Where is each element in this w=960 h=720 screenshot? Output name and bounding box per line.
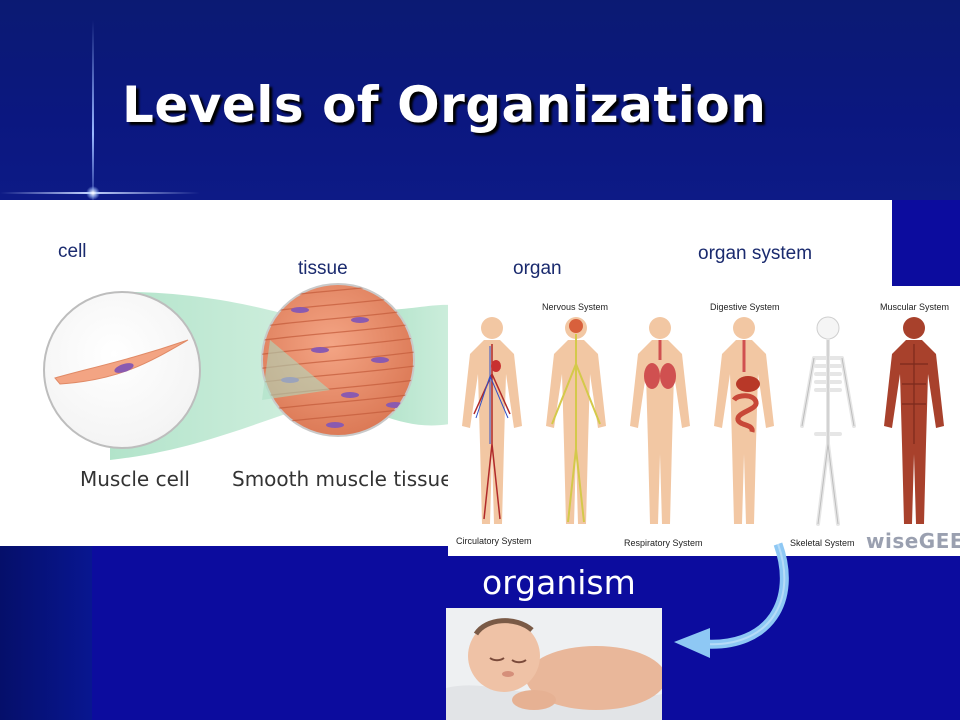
muscle-cell-caption: Muscle cell	[80, 467, 190, 491]
label-cell: cell	[58, 241, 87, 262]
light-flare-center	[86, 186, 100, 200]
body-systems-figures	[462, 316, 944, 526]
curved-arrow-icon	[674, 542, 789, 658]
caption-digestive-system: Digestive System	[710, 302, 780, 312]
caption-circulatory-system: Circulatory System	[456, 536, 532, 546]
body-systems-image: Nervous System Digestive System Muscular…	[448, 286, 960, 556]
organism-baby-photo	[446, 608, 662, 720]
tissue-caption: Smooth muscle tissue	[232, 467, 453, 491]
caption-nervous-system: Nervous System	[542, 302, 609, 312]
label-organ: organ	[513, 258, 562, 279]
slide-header-background	[0, 0, 960, 200]
slide-title: Levels of Organization	[122, 76, 767, 134]
caption-respiratory-system: Respiratory System	[624, 538, 703, 548]
caption-skeletal-system: Skeletal System	[790, 538, 855, 548]
label-organ-system: organ system	[698, 243, 813, 264]
muscle-cell-tissue-illustration: Muscle cell Smooth muscle tissue	[43, 283, 470, 491]
label-tissue: tissue	[298, 258, 348, 279]
light-flare-vertical	[92, 20, 94, 210]
baby-illustration	[446, 608, 662, 720]
caption-muscular-system: Muscular System	[880, 302, 950, 312]
watermark-logo: wiseGEEK	[866, 529, 960, 553]
label-organism: organism	[482, 563, 636, 602]
light-flare-horizontal	[0, 192, 200, 194]
